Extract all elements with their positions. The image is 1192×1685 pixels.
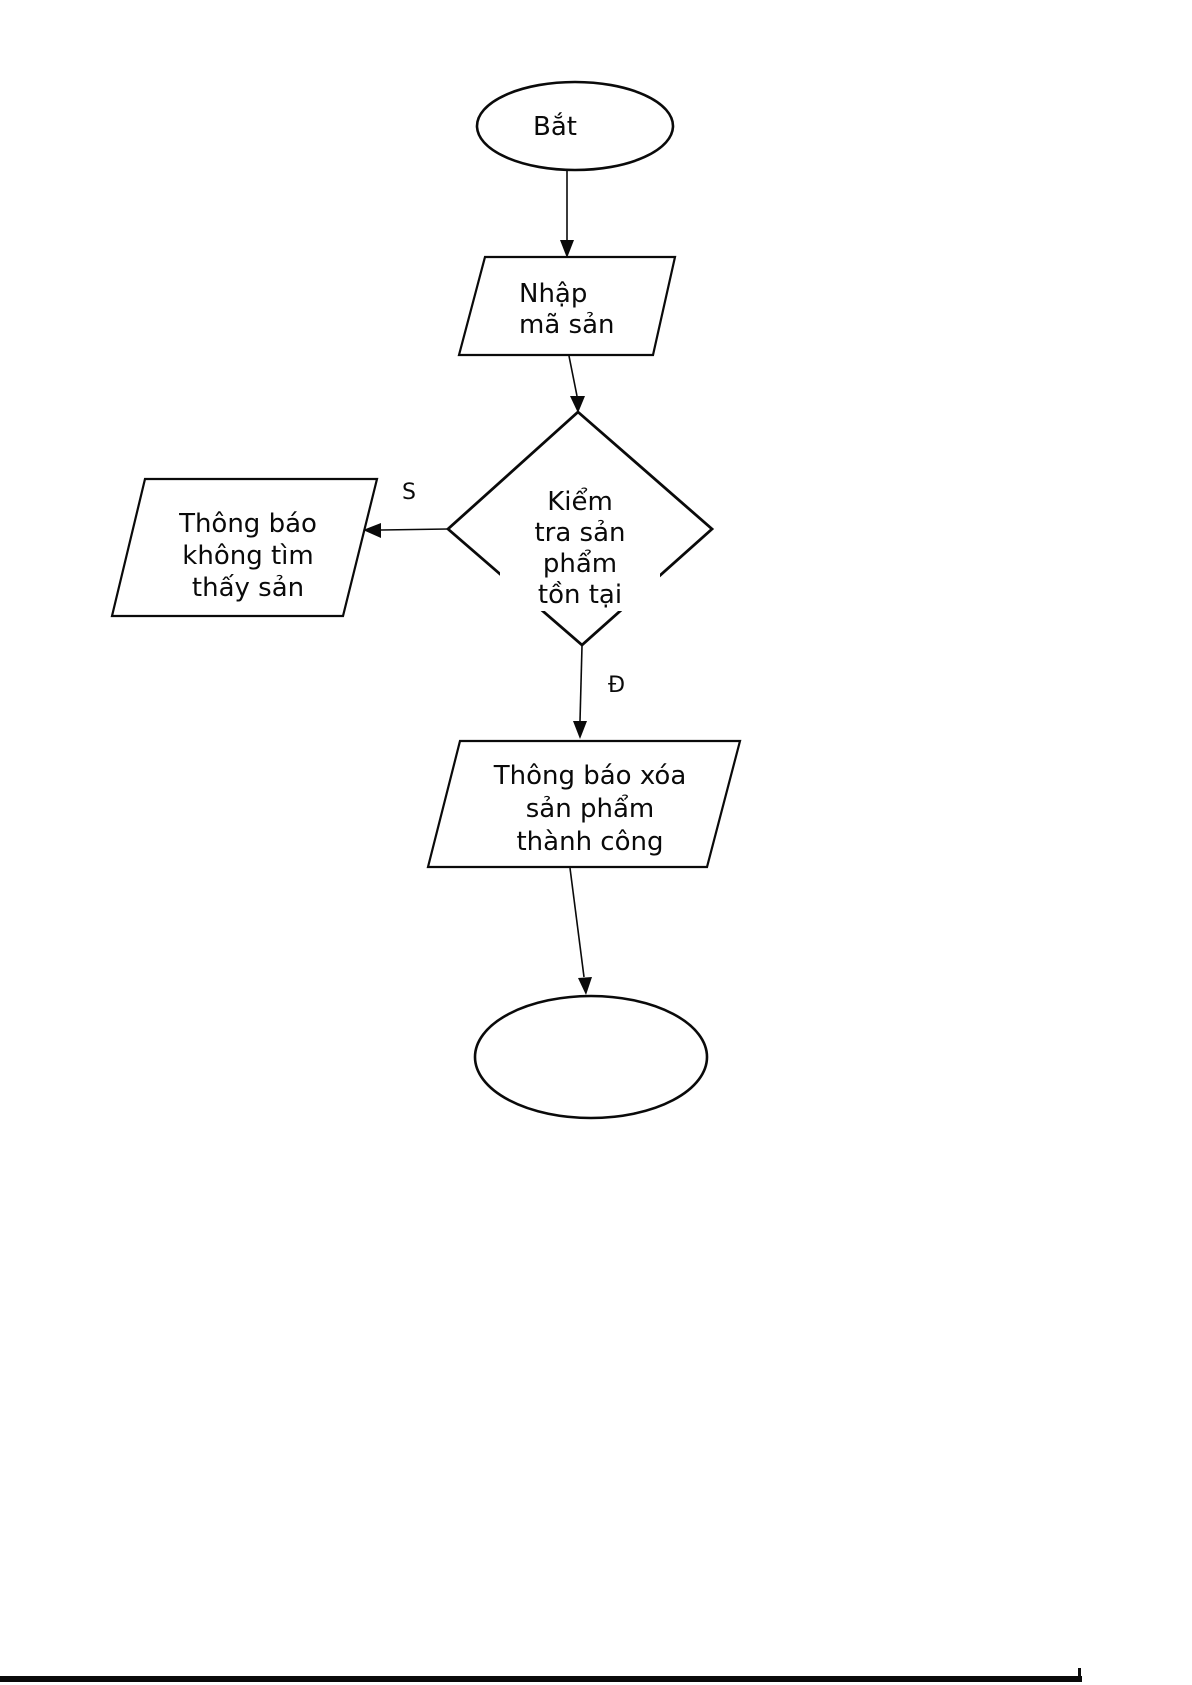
start-node-label: Bắt <box>533 112 577 142</box>
success-node-label: Thông báo xóa sản phẩm thành công <box>493 761 687 857</box>
end-ellipse <box>473 994 709 1120</box>
success-parallelogram <box>426 739 742 869</box>
decision-node-label: Kiểm tra sản phẩm tồn tại <box>500 487 660 611</box>
edge-input-to-decision <box>568 355 578 397</box>
notfound-node-label: Thông báo không tìm thấy sản <box>179 509 317 603</box>
input-parallelogram <box>457 255 677 357</box>
branch-label-yes: Đ <box>608 673 626 698</box>
arrowhead-start-to-input <box>560 240 574 258</box>
page-bottom-rule-tick <box>1078 1668 1081 1677</box>
notfound-parallelogram <box>110 477 379 618</box>
input-node-label: Nhập mã sản <box>519 279 615 340</box>
start-ellipse <box>475 80 675 172</box>
page-bottom-rule <box>0 1676 1082 1682</box>
edge-decision-to-notfound <box>380 528 449 531</box>
arrowhead-success-to-end <box>578 977 592 995</box>
arrowhead-decision-to-notfound <box>363 523 381 538</box>
edge-decision-to-success <box>579 645 583 722</box>
decision-diamond <box>445 410 715 647</box>
arrowhead-input-to-decision <box>570 396 585 413</box>
branch-label-no: S <box>402 480 416 505</box>
arrowhead-decision-to-success <box>573 721 587 739</box>
edge-success-to-end <box>569 867 585 978</box>
